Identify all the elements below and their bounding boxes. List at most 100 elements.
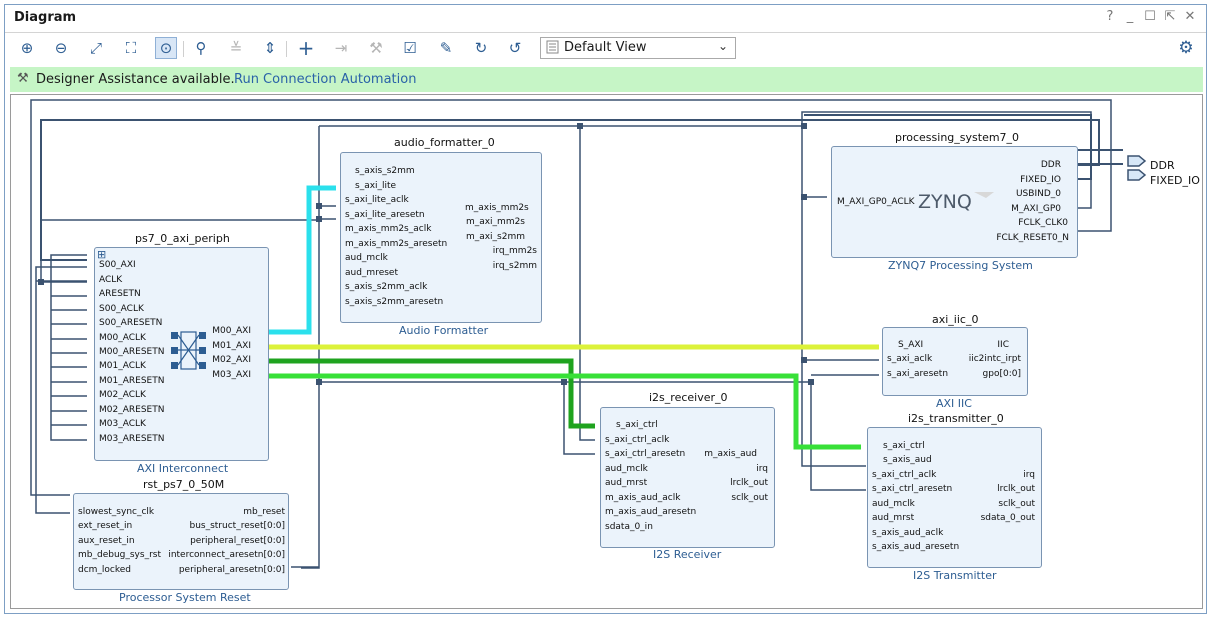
port-label: ext_reset_in bbox=[78, 521, 133, 531]
axi-iic-title: axi_iic_0 bbox=[932, 313, 979, 326]
port-label: USBIND_0 bbox=[1015, 189, 1061, 199]
pin-icon[interactable]: ✎ bbox=[439, 39, 453, 57]
i2s-transmitter-block[interactable] bbox=[867, 427, 1042, 568]
port-label: s_axi_ctrl bbox=[616, 420, 658, 430]
port-label: iic2intc_irpt bbox=[968, 354, 1021, 364]
zoom-in-icon[interactable]: ⊕ bbox=[20, 39, 34, 57]
i2s-receiver-subtitle: I2S Receiver bbox=[653, 548, 722, 561]
port-label: M00_AXI bbox=[212, 326, 251, 336]
wand-icon: ⚒ bbox=[17, 71, 29, 86]
view-select[interactable]: Default View ⌄ bbox=[540, 37, 736, 59]
net-m03-axi[interactable] bbox=[267, 373, 861, 450]
audio-formatter-subtitle: Audio Formatter bbox=[399, 324, 489, 337]
port-label: gpo[0:0] bbox=[982, 369, 1021, 379]
validate-design-icon[interactable]: ☑ bbox=[403, 39, 417, 57]
refresh-layout-icon[interactable]: ↺ bbox=[508, 39, 522, 57]
audio-formatter-title: audio_formatter_0 bbox=[394, 136, 495, 149]
net-m02-axi[interactable] bbox=[267, 358, 595, 429]
port-label: s_axis_s2mm bbox=[355, 166, 415, 176]
zynq-logo: ZYNQ bbox=[918, 191, 994, 213]
port-label: interconnect_aresetn[0:0] bbox=[168, 550, 285, 560]
net-rx-aresetn bbox=[563, 382, 595, 455]
port-label: s_axis_s2mm_aclk bbox=[345, 282, 428, 292]
toolbar-separator bbox=[286, 41, 287, 57]
net-sync-clk bbox=[35, 266, 87, 514]
port-label: M02_ACLK bbox=[99, 390, 146, 400]
net-m00-axi[interactable] bbox=[267, 185, 336, 335]
port-label: dcm_locked bbox=[78, 565, 132, 575]
validate-tools-icon[interactable]: ⚒ bbox=[369, 39, 383, 57]
i2s-receiver-block[interactable] bbox=[600, 407, 775, 548]
add-ip-icon[interactable]: + bbox=[297, 36, 315, 60]
run-connection-automation-link[interactable]: Run Connection Automation bbox=[234, 72, 417, 87]
port-label: m_axis_aud_aresetn bbox=[605, 507, 697, 517]
fit-selection-icon[interactable]: ⛶ bbox=[125, 39, 137, 57]
search-icon[interactable]: ⚲ bbox=[195, 39, 207, 57]
expand-hierarchy-icon[interactable]: ⊞ bbox=[97, 248, 107, 261]
close-icon[interactable]: ✕ bbox=[1184, 9, 1196, 24]
proc-reset-subtitle: Processor System Reset bbox=[119, 591, 251, 604]
port-label: S_AXI bbox=[898, 340, 924, 350]
auto-fit-icon[interactable]: ⊙ bbox=[155, 37, 177, 59]
port-label: peripheral_reset[0:0] bbox=[190, 536, 285, 546]
port-label: mb_debug_sys_rst bbox=[78, 550, 161, 560]
port-label: lrclk_out bbox=[997, 484, 1035, 494]
port-label: s_axis_s2mm_aresetn bbox=[345, 297, 444, 307]
port-label: irq_s2mm bbox=[492, 261, 537, 271]
gear-icon[interactable]: ⚙ bbox=[1178, 38, 1194, 58]
port-label: M02_AXI bbox=[212, 355, 251, 365]
port-label: lrclk_out bbox=[730, 478, 768, 488]
diagram-canvas[interactable]: audio_formatter_0 s_axis_s2mm s_axi_lite… bbox=[10, 94, 1203, 609]
port-label: aud_mclk bbox=[605, 464, 648, 474]
float-icon[interactable]: ⇱ bbox=[1164, 9, 1176, 24]
port-label: irq bbox=[1023, 470, 1035, 480]
proc-reset-title: rst_ps7_0_50M bbox=[143, 478, 225, 491]
add-hierarchy-icon[interactable]: ⇥ bbox=[334, 39, 348, 57]
ddr-external-port[interactable]: DDR bbox=[1150, 159, 1175, 172]
crossbar-icon bbox=[171, 331, 206, 370]
net-layer bbox=[30, 99, 1147, 569]
ddr-port-glyph[interactable] bbox=[1127, 155, 1147, 167]
audio-formatter-block[interactable] bbox=[340, 152, 542, 323]
proc-reset-block[interactable] bbox=[73, 493, 289, 590]
port-label: peripheral_aresetn[0:0] bbox=[178, 565, 285, 575]
help-icon[interactable]: ? bbox=[1106, 9, 1114, 24]
port-label: m_axis_aud bbox=[704, 449, 757, 459]
port-label: M02_ARESETN bbox=[99, 405, 165, 415]
port-label: aud_mrst bbox=[872, 513, 915, 523]
port-label: S00_AXI bbox=[99, 260, 136, 270]
port-label: s_axi_lite_aclk bbox=[345, 195, 409, 205]
port-label: irq bbox=[756, 464, 768, 474]
regenerate-layout-icon[interactable]: ↻ bbox=[474, 39, 488, 57]
port-label: ARESETN bbox=[99, 289, 141, 299]
net-fclk0[interactable] bbox=[801, 111, 1092, 467]
collapse-all-icon[interactable]: ≚ bbox=[229, 39, 243, 57]
port-label: m_axis_mm2s_aclk bbox=[345, 224, 432, 234]
net-clk-spine[interactable] bbox=[301, 126, 320, 569]
processing-system-block[interactable] bbox=[831, 146, 1078, 258]
zoom-fit-icon[interactable]: ⤢ bbox=[89, 39, 102, 57]
net-tx-aresetn bbox=[810, 382, 866, 491]
axi-interconnect-title: ps7_0_axi_periph bbox=[135, 232, 230, 245]
maximize-icon[interactable]: ☐ bbox=[1144, 9, 1156, 24]
minimize-icon[interactable]: _ bbox=[1126, 9, 1134, 24]
port-label: aud_mrst bbox=[605, 478, 648, 488]
net-fclk-reset[interactable] bbox=[30, 99, 1112, 496]
port-label: mb_reset bbox=[243, 507, 285, 517]
net-m-aclk bbox=[50, 254, 87, 441]
port-label: m_axis_mm2s bbox=[465, 203, 529, 213]
port-label: aux_reset_in bbox=[78, 536, 135, 546]
port-label: aud_mclk bbox=[872, 499, 915, 509]
port-label: M01_ACLK bbox=[99, 361, 146, 371]
fixed-io-port-glyph[interactable] bbox=[1127, 169, 1147, 181]
port-label: s_axis_aud bbox=[883, 455, 932, 465]
port-label: DDR bbox=[1040, 160, 1061, 170]
port-label: sdata_0_out bbox=[980, 513, 1035, 523]
expand-all-icon[interactable]: ⇕ bbox=[263, 39, 277, 57]
fixed-io-external-port[interactable]: FIXED_IO bbox=[1150, 174, 1200, 187]
port-label: aud_mclk bbox=[345, 253, 388, 263]
port-label: M03_ACLK bbox=[99, 419, 146, 429]
axi-iic-block[interactable] bbox=[882, 327, 1028, 396]
port-label: IIC bbox=[997, 340, 1009, 350]
zoom-out-icon[interactable]: ⊖ bbox=[54, 39, 68, 57]
